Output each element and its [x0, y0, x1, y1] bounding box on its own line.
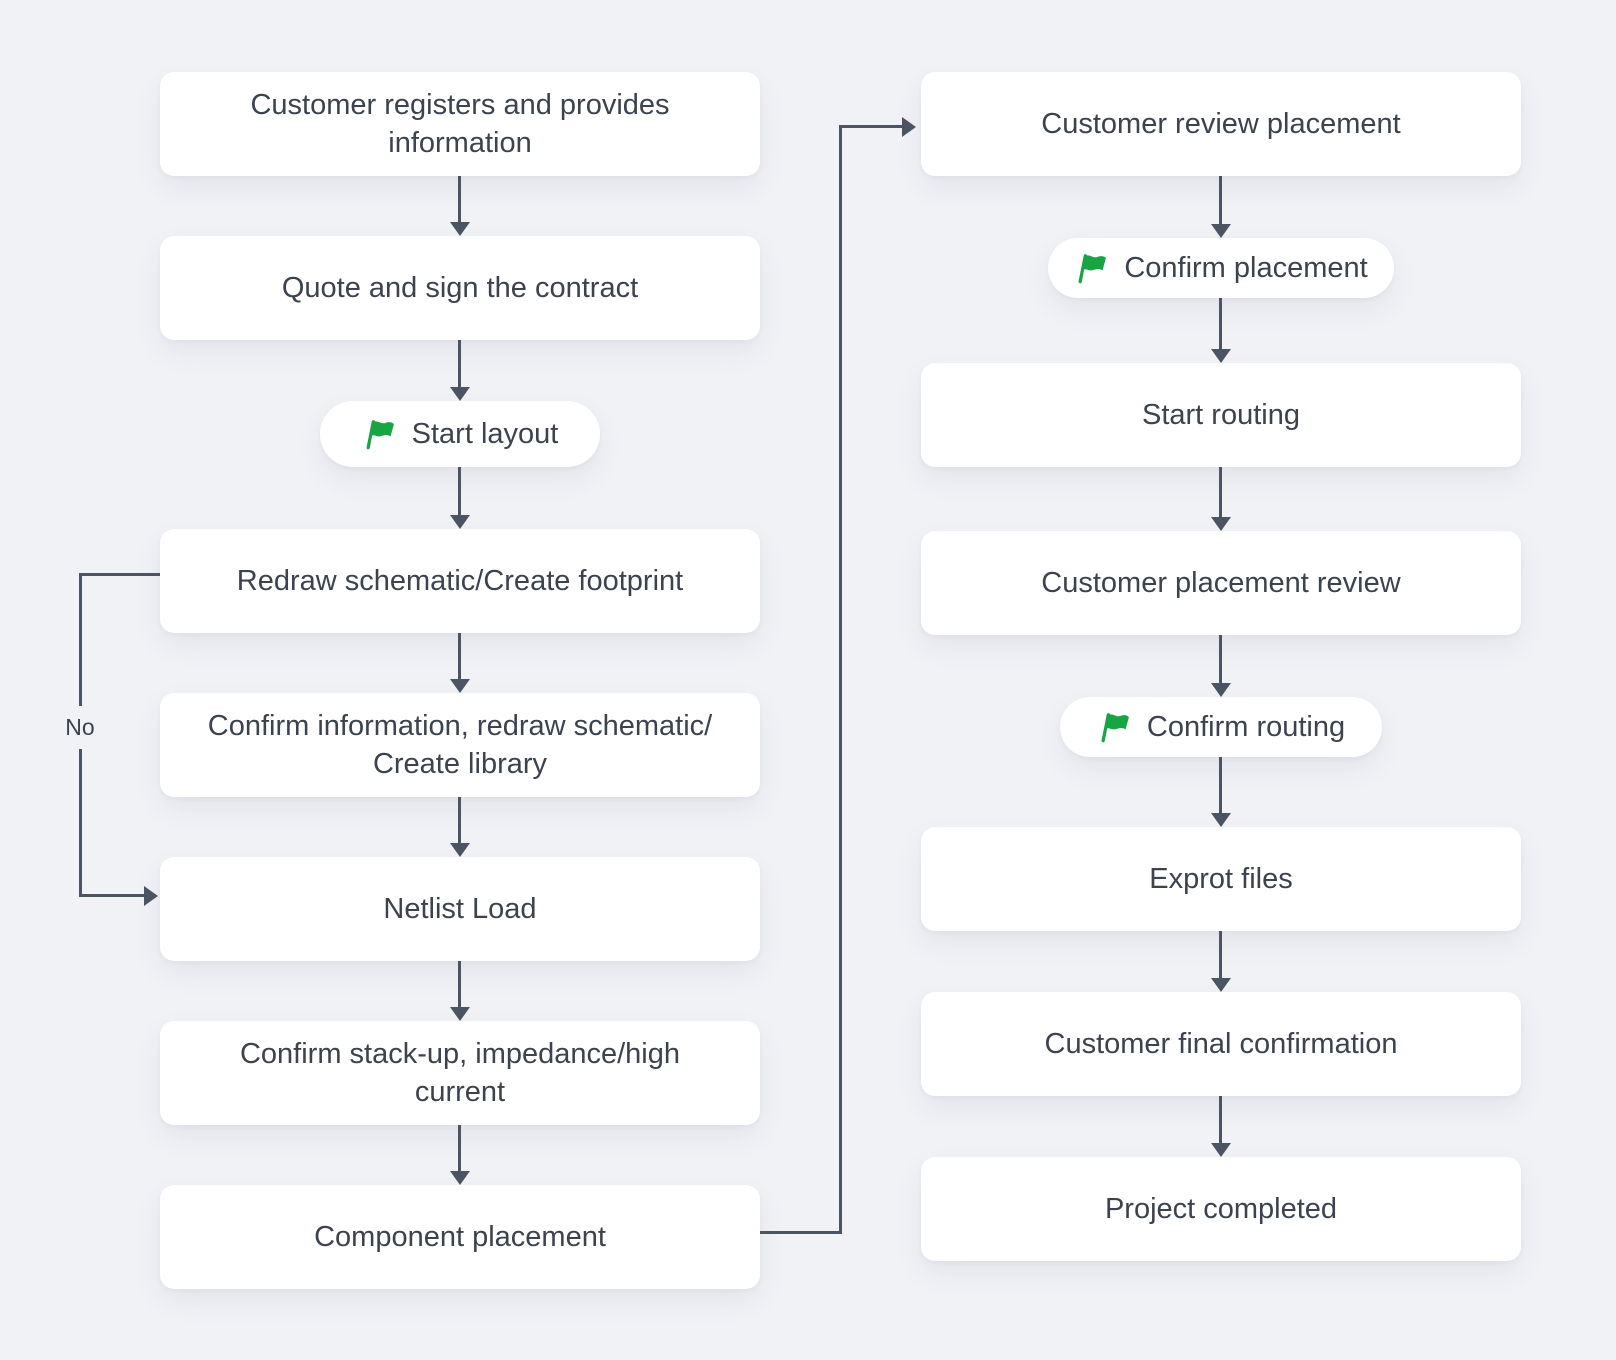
- node-label: Quote and sign the contract: [281, 271, 639, 304]
- node-label: Customer placement review: [1041, 566, 1401, 599]
- node-label: Project completed: [1104, 1192, 1338, 1225]
- node-customer-placement-review: Customer placement review: [921, 531, 1521, 635]
- node-customer-final-confirmation: Customer final confirmation: [921, 992, 1521, 1096]
- arrow-down-icon: [458, 1125, 461, 1172]
- node-quote-sign-contract: Quote and sign the contract: [160, 236, 760, 340]
- arrow-down-icon: [1219, 298, 1222, 350]
- node-label: Start layout: [411, 417, 559, 450]
- arrow-down-icon: [458, 340, 461, 388]
- arrow-down-icon: [458, 797, 461, 844]
- node-label: Confirm information, redraw schematic/ C…: [207, 709, 713, 780]
- arrow-right-icon: [79, 894, 145, 897]
- green-flag-icon: [1074, 251, 1108, 285]
- node-label: Customer review placement: [1041, 107, 1401, 140]
- green-flag-icon: [362, 417, 396, 451]
- node-label: Customer final confirmation: [1044, 1027, 1398, 1060]
- edge-label-no: No: [53, 706, 107, 749]
- connector-segment: [79, 573, 160, 576]
- arrow-down-icon: [1219, 635, 1222, 684]
- node-label: Netlist Load: [383, 892, 537, 925]
- node-component-placement: Component placement: [160, 1185, 760, 1289]
- green-flag-icon: [1097, 710, 1131, 744]
- node-netlist-load: Netlist Load: [160, 857, 760, 961]
- node-label: Component placement: [314, 1220, 606, 1253]
- node-label: Redraw schematic/Create footprint: [236, 564, 684, 597]
- node-label: Confirm routing: [1146, 710, 1346, 743]
- node-project-completed: Project completed: [921, 1157, 1521, 1261]
- connector-segment: [839, 125, 842, 1234]
- node-label: Customer registers and provides informat…: [250, 88, 670, 159]
- node-confirm-placement: Confirm placement: [1048, 238, 1394, 298]
- node-confirm-routing: Confirm routing: [1060, 697, 1382, 757]
- node-customer-registers: Customer registers and provides informat…: [160, 72, 760, 176]
- node-export-files: Exprot files: [921, 827, 1521, 931]
- arrow-down-icon: [458, 467, 461, 516]
- arrow-down-icon: [1219, 931, 1222, 979]
- node-confirm-information: Confirm information, redraw schematic/ C…: [160, 693, 760, 797]
- node-label: Confirm stack-up, impedance/high current: [239, 1037, 681, 1108]
- connector-segment: [760, 1231, 842, 1234]
- arrow-down-icon: [1219, 1096, 1222, 1144]
- arrow-down-icon: [1219, 757, 1222, 814]
- arrow-down-icon: [458, 633, 461, 680]
- node-start-routing: Start routing: [921, 363, 1521, 467]
- arrow-down-icon: [1219, 467, 1222, 518]
- node-customer-review-placement: Customer review placement: [921, 72, 1521, 176]
- node-redraw-schematic: Redraw schematic/Create footprint: [160, 529, 760, 633]
- arrow-down-icon: [458, 176, 461, 223]
- node-label: Exprot files: [1149, 862, 1293, 895]
- arrow-right-icon: [839, 125, 903, 128]
- arrow-down-icon: [458, 961, 461, 1008]
- node-label: Confirm placement: [1124, 251, 1368, 284]
- node-confirm-stackup: Confirm stack-up, impedance/high current: [160, 1021, 760, 1125]
- node-label: Start routing: [1142, 398, 1300, 431]
- node-start-layout: Start layout: [320, 401, 600, 467]
- arrow-down-icon: [1219, 176, 1222, 225]
